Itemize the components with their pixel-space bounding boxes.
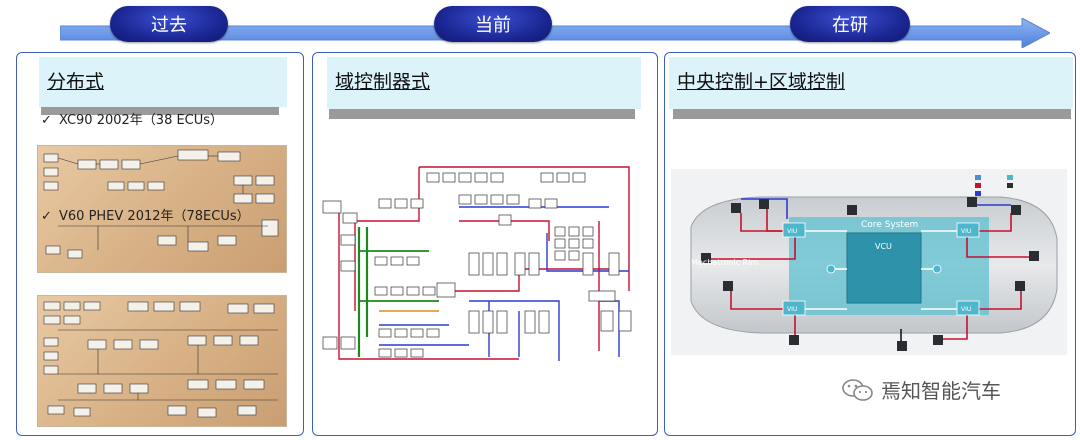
note-v60-text: V60 PHEV 2012年（78ECUs） bbox=[59, 209, 250, 224]
core-system-label: Core System bbox=[861, 220, 918, 230]
ecu-network-drawing-top bbox=[43, 149, 279, 259]
mechatronic-rim-label: Mechatronic Rim bbox=[691, 258, 758, 267]
viu-label-front-right: VIU bbox=[961, 228, 971, 235]
check-icon: ✓ bbox=[41, 113, 52, 128]
check-icon: ✓ bbox=[41, 209, 52, 224]
panel-distributed: 分布式 ✓ XC90 2002年（38 ECUs） bbox=[16, 52, 304, 436]
viu-label-rear-right: VIU bbox=[961, 306, 971, 313]
zonal-architecture-diagram: Core System VCU bbox=[671, 169, 1067, 355]
timeline-stage-research: 在研 bbox=[790, 6, 910, 42]
timeline-stage-current: 当前 bbox=[434, 6, 552, 42]
viu-label-front-left: VIU bbox=[787, 228, 797, 235]
ecu-network-photo-bottom bbox=[37, 295, 287, 427]
panel-title-central-zonal: 中央控制+区域控制 bbox=[669, 57, 1073, 109]
note-xc90: ✓ XC90 2002年（38 ECUs） bbox=[41, 109, 223, 128]
panel-title-domain-controller: 域控制器式 bbox=[327, 57, 641, 109]
panel-central-zonal: 中央控制+区域控制 Core System VCU bbox=[664, 52, 1076, 436]
note-xc90-text: XC90 2002年（38 ECUs） bbox=[59, 113, 224, 128]
viu-label-rear-left: VIU bbox=[787, 306, 797, 313]
watermark-text: 焉知智能汽车 bbox=[881, 379, 1001, 403]
ecu-network-drawing-bottom bbox=[43, 301, 278, 418]
timeline-arrow bbox=[60, 18, 1050, 48]
timeline-stage-past: 过去 bbox=[110, 6, 228, 42]
note-v60: ✓ V60 PHEV 2012年（78ECUs） bbox=[41, 205, 250, 224]
wechat-icon bbox=[842, 378, 873, 401]
watermark: 焉知智能汽车 bbox=[841, 375, 1001, 404]
panel-title-distributed: 分布式 bbox=[39, 57, 287, 107]
panel-domain-controller: 域控制器式 bbox=[312, 52, 658, 436]
ecu-network-photo-top bbox=[37, 145, 287, 273]
vcu-label: VCU bbox=[875, 242, 892, 251]
domain-architecture-diagram bbox=[322, 166, 632, 361]
